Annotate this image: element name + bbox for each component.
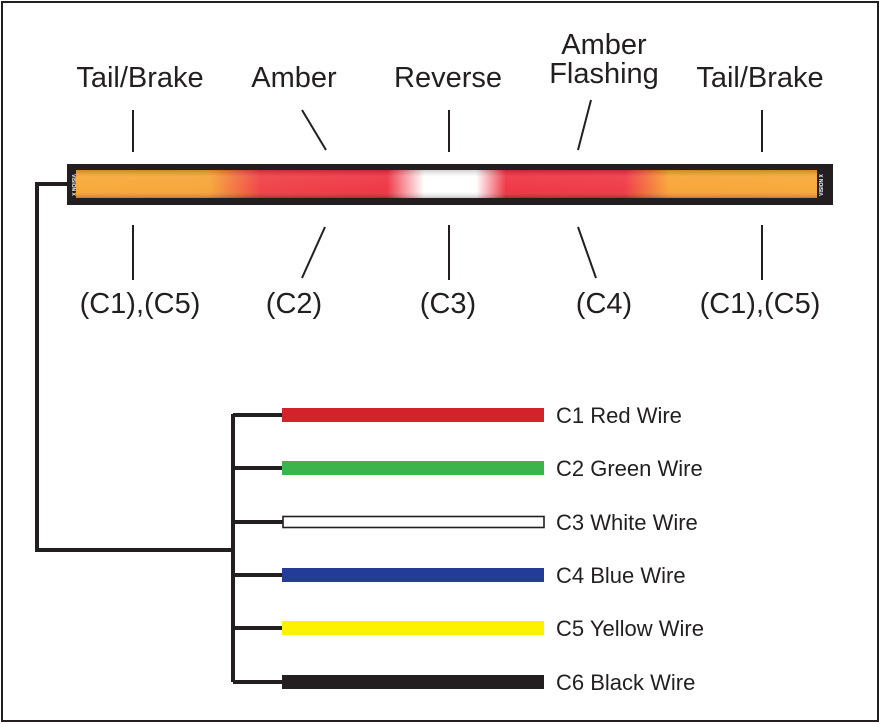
bar-brand-left: VISION X [70, 174, 76, 196]
top-leader-lines [132, 99, 763, 152]
wire-swatch [282, 515, 545, 529]
label-amber-flashing-line1: Amber [561, 29, 647, 61]
wire-swatch [282, 461, 544, 475]
wire-label: C2 Green Wire [556, 456, 703, 481]
wire-row: C6 Black Wire [233, 670, 695, 695]
label-tail-brake-left: Tail/Brake [76, 62, 203, 94]
wire-row: C3 White Wire [233, 510, 698, 535]
wire-swatch [282, 408, 544, 422]
wire-label: C4 Blue Wire [556, 563, 686, 588]
wire-list: C1 Red Wire C2 Green Wire C3 White Wire C4 … [233, 403, 704, 695]
bottom-leader-lines [132, 225, 763, 280]
wire-label: C6 Black Wire [556, 670, 695, 695]
wire-label: C1 Red Wire [556, 403, 682, 428]
wire-row: C5 Yellow Wire [233, 616, 704, 641]
label-reverse: Reverse [394, 62, 502, 94]
label-c3: (C3) [420, 288, 476, 320]
light-bar: VISION X VISION X [67, 164, 833, 205]
wire-label: C5 Yellow Wire [556, 616, 704, 641]
label-c4: (C4) [576, 288, 632, 320]
label-tail-brake-right: Tail/Brake [696, 62, 823, 94]
wire-swatch [282, 675, 544, 689]
label-amber: Amber [251, 62, 337, 94]
wire-row: C1 Red Wire [233, 403, 682, 428]
wire-swatch [282, 568, 544, 582]
label-c2: (C2) [266, 288, 322, 320]
harness-line [35, 182, 235, 682]
bar-brand-right: VISION X [819, 174, 825, 196]
wire-label: C3 White Wire [556, 510, 698, 535]
label-c1-c5-right: (C1),(C5) [700, 288, 821, 320]
wire-row: C4 Blue Wire [233, 563, 686, 588]
wire-row: C2 Green Wire [233, 456, 703, 481]
label-amber-flashing-line2: Flashing [549, 58, 659, 90]
wire-swatch [282, 621, 544, 635]
label-c1-c5-left: (C1),(C5) [80, 288, 201, 320]
